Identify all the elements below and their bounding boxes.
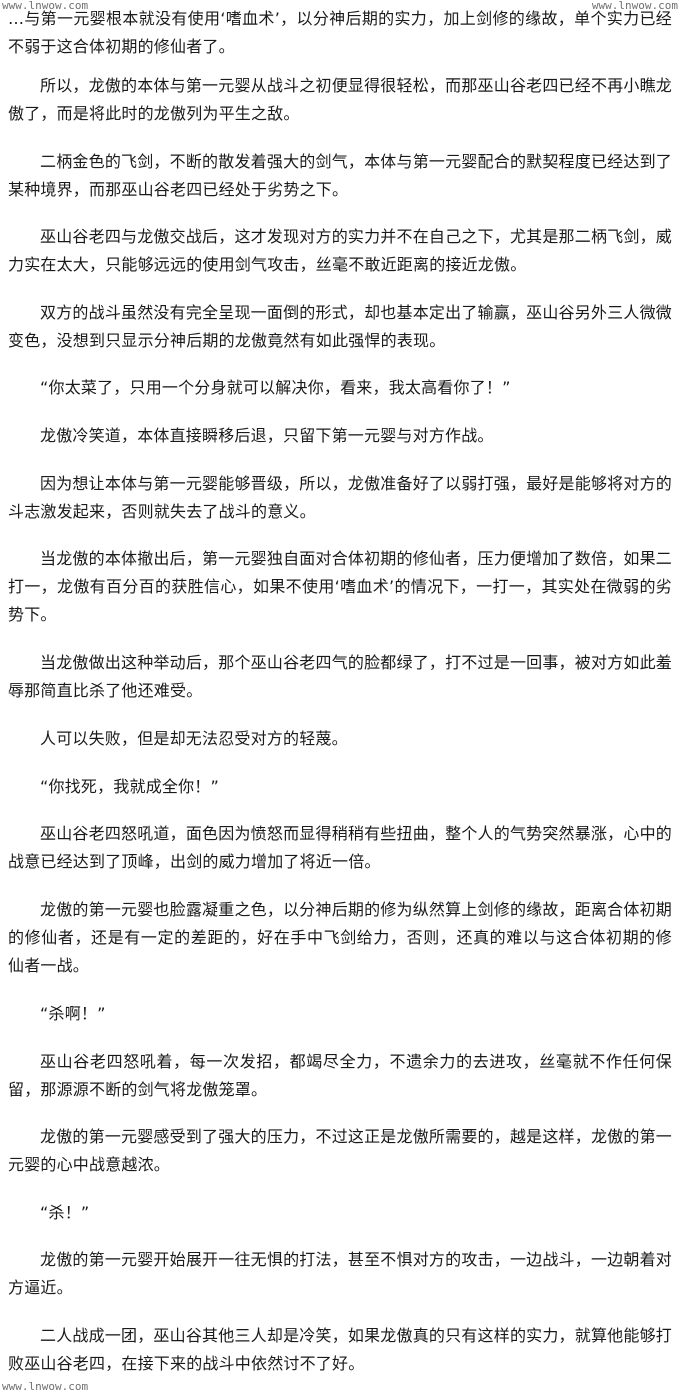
paragraph-3: 二柄金色的飞剑，不断的散发着强大的剑气，本体与第一元婴配合的默契程度已经达到了某…	[8, 152, 672, 199]
watermark-top-left: www.lnwow.com	[0, 0, 91, 12]
paragraph-2: 所以，龙傲的本体与第一元婴从战斗之初便显得很轻松，而那巫山谷老四已经不再小瞧龙傲…	[8, 76, 672, 123]
paragraph-20: 二人战成一团，巫山谷其他三人却是冷笑，如果龙傲真的只有这样的实力，就算他能够打败…	[8, 1326, 672, 1373]
paragraph-15: “杀啊！”	[40, 1004, 106, 1023]
paragraph-1: …与第一元婴根本就没有使用‘嗜血术’，以分神后期的实力，加上剑修的缘故，单个实力…	[8, 9, 672, 56]
paragraph-5: 双方的战斗虽然没有完全呈现一面倒的形式，却也基本定出了输赢，巫山谷另外三人微微变…	[8, 303, 672, 350]
paragraph-16: 巫山谷老四怒吼着，每一次发招，都竭尽全力，不遗余力的去进攻，丝毫就不作任何保留，…	[8, 1052, 672, 1099]
paragraph-13: 巫山谷老四怒吼道，面色因为愤怒而显得稍稍有些扭曲，整个人的气势突然暴涨，心中的战…	[8, 824, 672, 871]
paragraph-9: 当龙傲的本体撤出后，第一元婴独自面对合体初期的修仙者，压力便增加了数倍，如果二打…	[8, 549, 672, 624]
paragraph-4: 巫山谷老四与龙傲交战后，这才发现对方的实力并不在自己之下，尤其是那二柄飞剑，威力…	[8, 227, 672, 274]
paragraph-19: 龙傲的第一元婴开始展开一往无惧的打法，甚至不惧对方的攻击，一边战斗，一边朝着对方…	[8, 1250, 672, 1297]
paragraph-8: 因为想让本体与第一元婴能够晋级，所以，龙傲准备好了以弱打强，最好是能够将对方的斗…	[8, 474, 672, 521]
paragraph-10: 当龙傲做出这种举动后，那个巫山谷老四气的脸都绿了，打不过是一回事，被对方如此羞辱…	[8, 653, 672, 700]
watermark-bottom-left: www.lnwow.com	[0, 1380, 91, 1393]
paragraph-6: “你太菜了，只用一个分身就可以解决你，看来，我太高看你了！”	[40, 378, 511, 397]
paragraph-12: “你找死，我就成全你！”	[40, 777, 219, 796]
paragraph-11: 人可以失败，但是却无法忍受对方的轻蔑。	[40, 729, 348, 748]
paragraph-17: 龙傲的第一元婴感受到了强大的压力，不过这正是龙傲所需要的，越是这样，龙傲的第一元…	[8, 1127, 672, 1174]
watermark-top-right: www.lnwow.com	[589, 0, 680, 12]
paragraph-7: 龙傲冷笑道，本体直接瞬移后退，只留下第一元婴与对方作战。	[40, 426, 494, 445]
paragraph-18: “杀！”	[40, 1203, 90, 1222]
paragraph-14: 龙傲的第一元婴也脸露凝重之色，以分神后期的修为纵然算上剑修的缘故，距离合体初期的…	[8, 900, 672, 975]
